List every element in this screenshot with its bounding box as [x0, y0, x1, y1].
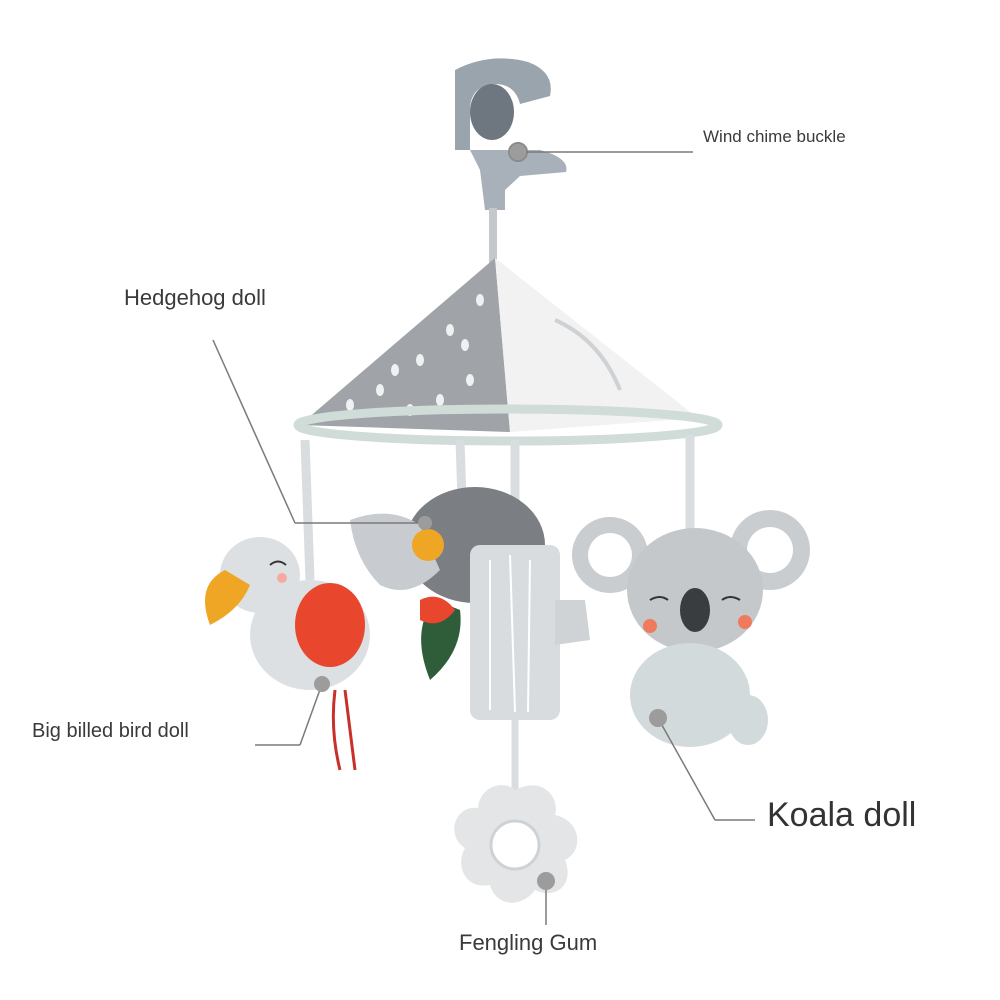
canopy	[293, 258, 723, 446]
wind-chime-buckle-label: Wind chime buckle	[703, 127, 846, 146]
big-billed-bird-doll-label: Big billed bird doll	[32, 720, 189, 742]
koala-doll-label: Koala doll	[767, 796, 917, 834]
tree-stump-rattle	[470, 545, 590, 790]
koala-doll	[572, 510, 810, 747]
fengling-gum-teether	[454, 785, 578, 903]
wind-chime-buckle	[455, 58, 567, 268]
big-billed-bird-doll	[205, 537, 370, 771]
callout-lines	[212, 151, 755, 925]
callout-dots	[314, 144, 667, 890]
fengling-gum-label: Fengling Gum	[459, 930, 598, 955]
hedgehog-doll-label: Hedgehog doll	[124, 285, 266, 310]
